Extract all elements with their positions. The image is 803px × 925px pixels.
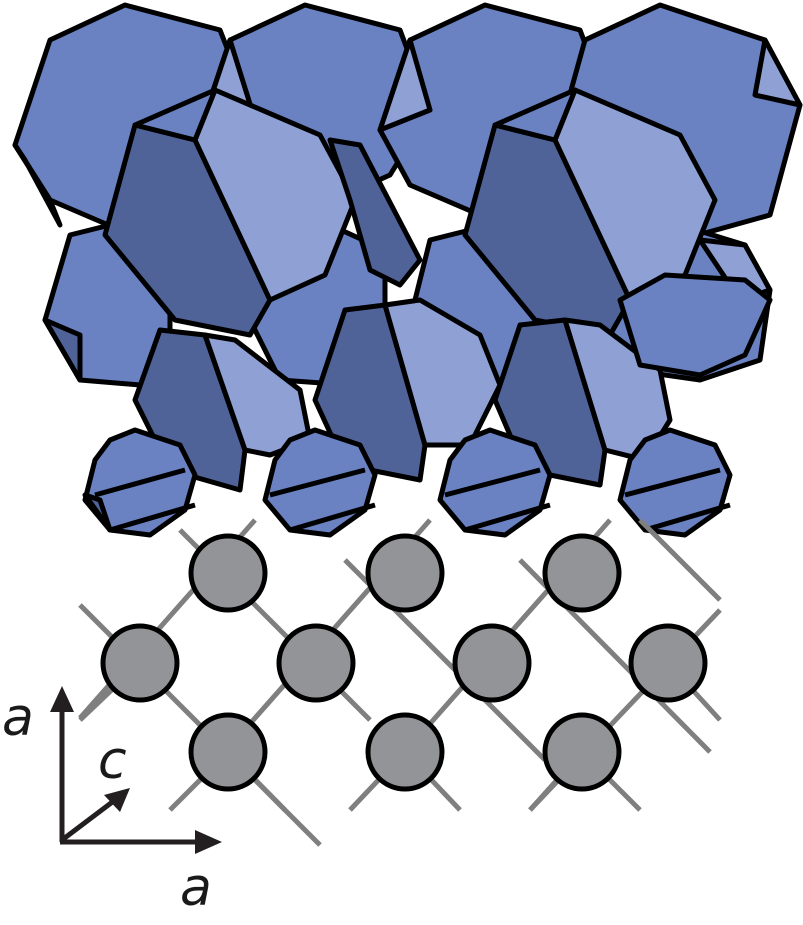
atom-10 — [542, 712, 622, 792]
atom-3 — [542, 533, 622, 613]
polyhedron-bridge — [327, 137, 423, 288]
axis-indicator: a c a — [2, 686, 222, 918]
polyhedron-front-large-1 — [102, 87, 358, 338]
atom-8 — [188, 712, 268, 792]
vertical-axis-label: a — [2, 688, 34, 748]
polyhedron-small-4 — [617, 427, 733, 538]
atom-4 — [100, 623, 180, 703]
depth-axis-label: c — [98, 731, 127, 791]
depth-arrow-head — [104, 788, 130, 812]
polyhedra-layer — [12, 2, 803, 538]
atom-5 — [276, 623, 356, 703]
atom-1 — [188, 533, 268, 613]
polyhedron-low-4 — [617, 272, 773, 378]
polyhedron-low-2 — [312, 297, 503, 483]
polyhedron-front-large-2 — [462, 87, 718, 338]
horizontal-arrow-head — [195, 830, 222, 854]
bond-9 — [638, 518, 722, 602]
polyhedron-small-3 — [437, 427, 553, 538]
vertical-arrow-head — [50, 686, 74, 712]
horizontal-axis-label: a — [180, 858, 212, 918]
atom-7 — [628, 623, 708, 703]
atom-lattice — [100, 533, 708, 792]
atom-6 — [452, 623, 532, 703]
atom-2 — [365, 533, 445, 613]
depth-axis-arrow — [60, 798, 117, 842]
polyhedron-small-1 — [82, 427, 198, 538]
atom-9 — [365, 712, 445, 792]
polyhedron-small-2 — [262, 427, 378, 538]
